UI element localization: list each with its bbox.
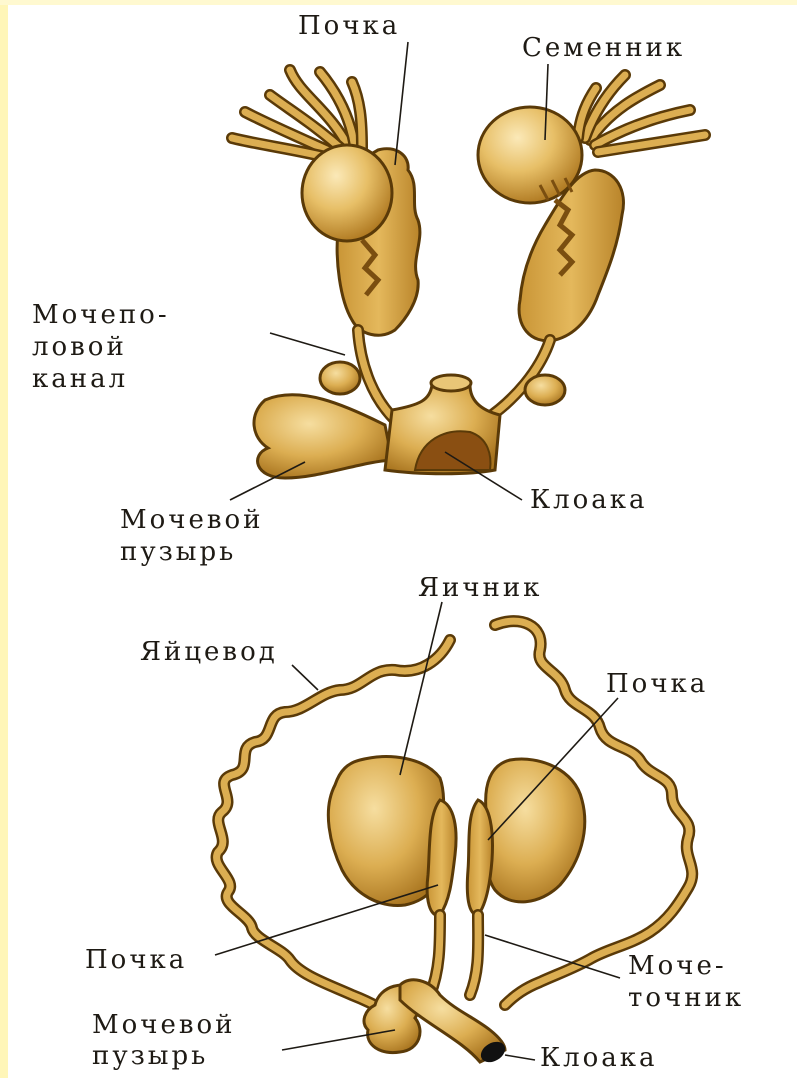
male-right-vesicle	[525, 375, 565, 405]
male-duct-label-2: ловой	[32, 332, 127, 362]
male-kidney-label: Почка	[298, 11, 400, 41]
female-ureter-label-2: точник	[628, 983, 744, 1013]
right-fat-body	[578, 75, 705, 152]
female-ovary-label: Яичник	[418, 573, 542, 603]
male-bladder-label-1: Мочевой	[120, 505, 263, 535]
male-testis-label: Семенник	[522, 33, 685, 63]
male-bladder	[254, 395, 392, 478]
female-oviduct-label: Яйцевод	[140, 637, 278, 667]
male-right-testis	[478, 107, 582, 203]
female-kidney-left-label: Почка	[85, 945, 187, 975]
male-left-vesicle	[320, 362, 360, 394]
female-cloaca-label: Клоака	[540, 1043, 658, 1073]
female-bladder-label-2: пузырь	[92, 1041, 208, 1071]
female-right-ovary	[486, 759, 585, 902]
male-duct-label-3: канал	[32, 364, 128, 394]
male-left-testis	[302, 145, 392, 241]
female-left-kidney	[427, 800, 456, 915]
female-right-kidney	[467, 800, 492, 915]
female-kidney-right-label: Почка	[606, 669, 708, 699]
male-system	[232, 70, 705, 478]
male-cloaca-label: Клоака	[530, 485, 648, 515]
male-bladder-label-2: пузырь	[120, 537, 236, 567]
female-ureter-label-1: Моче-	[628, 951, 727, 981]
male-duct-label-1: Мочепо-	[32, 300, 170, 330]
female-bladder-label-1: Мочевой	[92, 1010, 235, 1040]
